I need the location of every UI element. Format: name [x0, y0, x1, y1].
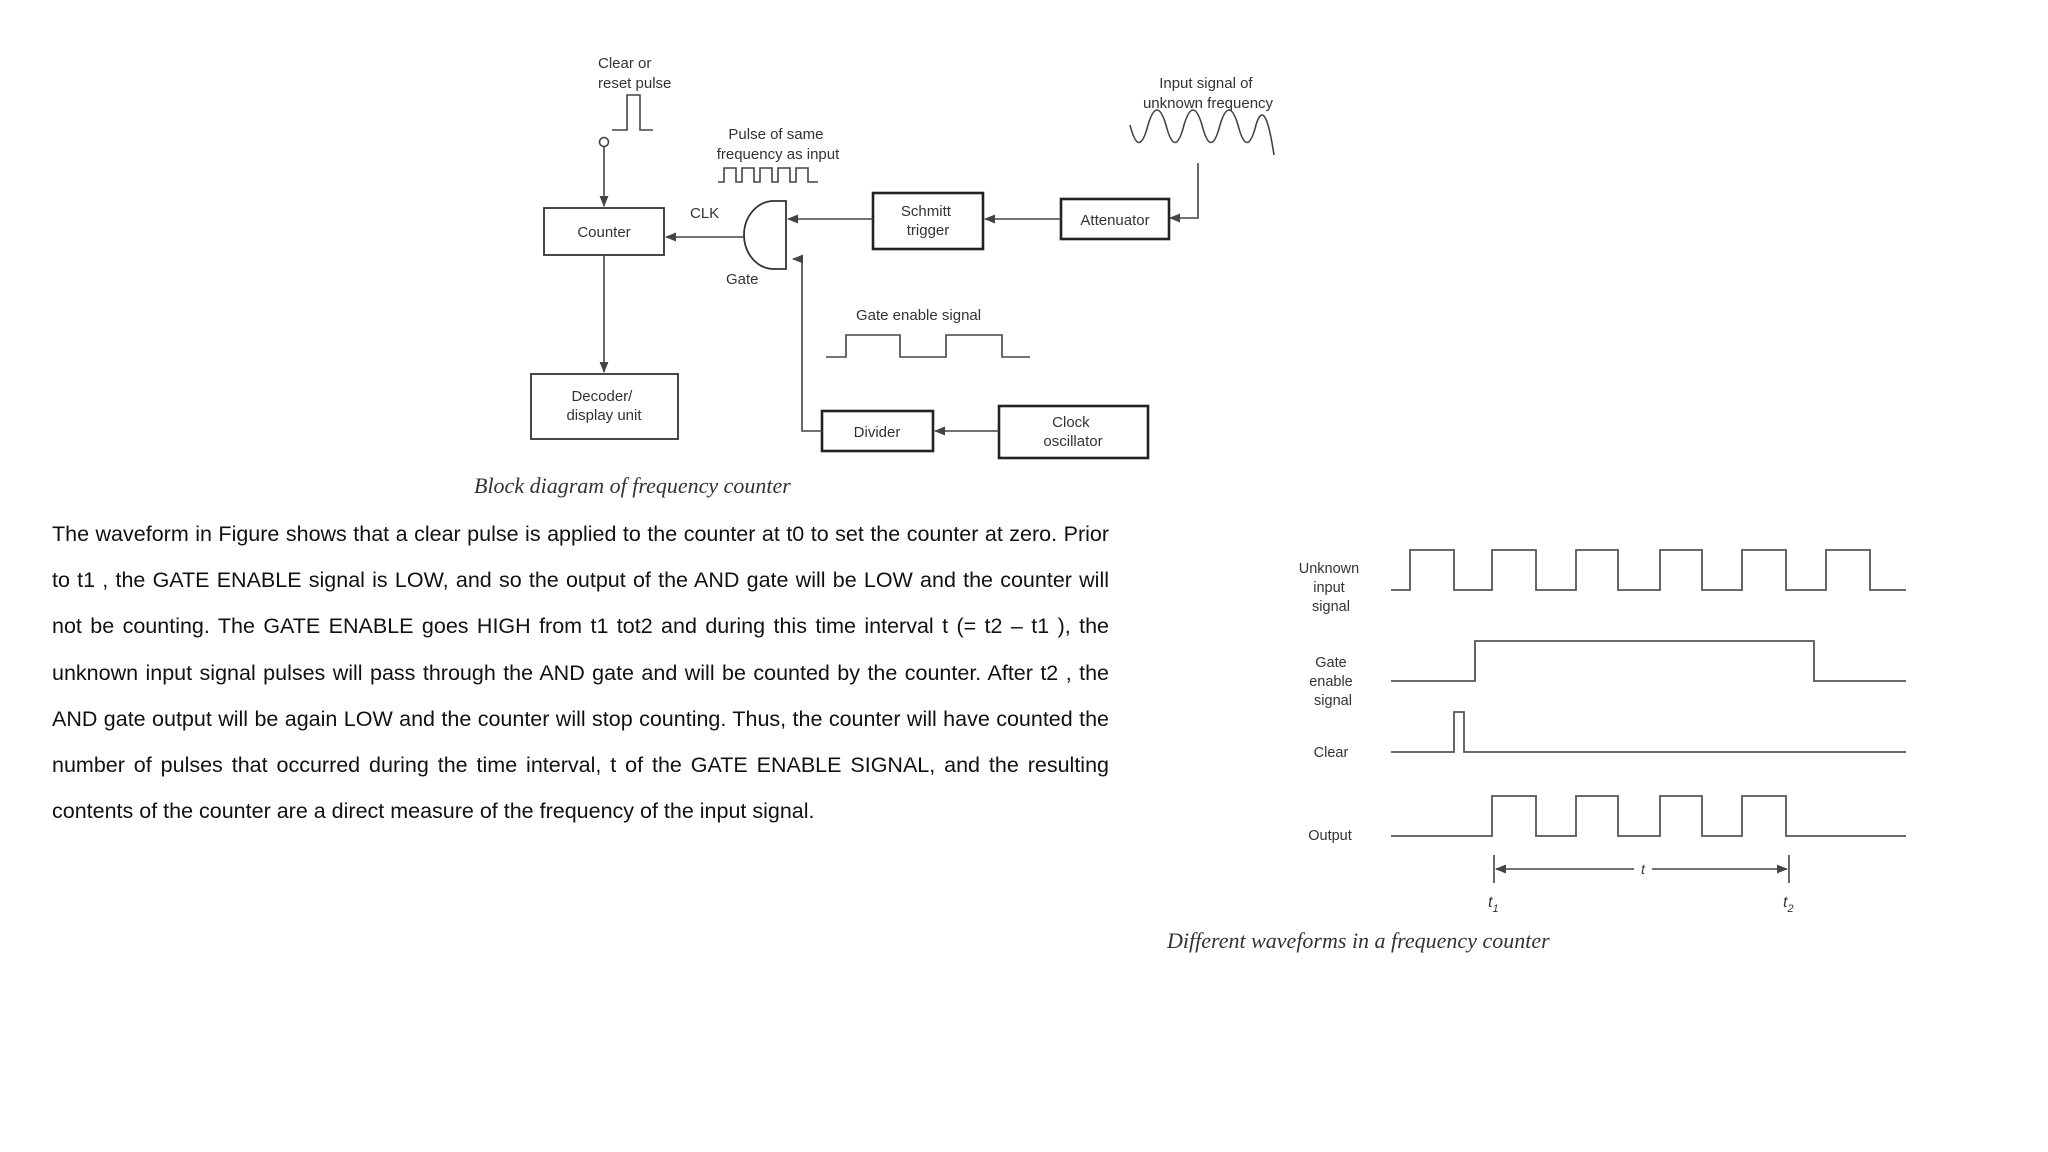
clear-input-terminal [598, 136, 610, 148]
gate-label: Gate [726, 271, 759, 288]
svg-text:Divider: Divider [854, 424, 901, 441]
counter-block: Counter [543, 207, 665, 256]
clock-oscillator-block: Clock oscillator [997, 404, 1150, 460]
svg-text:Decoder/ display unit: Decoder/ display unit [566, 388, 642, 424]
pulse-train-glyph [718, 167, 818, 183]
t1-label: t1 [1488, 894, 1499, 915]
svg-text:Counter: Counter [577, 224, 630, 241]
output-waveform [1391, 795, 1906, 837]
interval-t-label: t [1641, 861, 1646, 877]
reset-pulse-glyph [612, 94, 653, 131]
and-gate [743, 200, 787, 270]
input-signal-label: Input signal of unknown frequency [1143, 75, 1274, 112]
gate-enable-glyph [826, 334, 1030, 358]
decoder-display-block: Decoder/ display unit [530, 373, 679, 440]
clear-pulse-label: Clear or reset pulse [598, 55, 671, 92]
gate-enable-waveform [1391, 640, 1906, 682]
svg-text:Schmitt trigger: Schmitt trigger [901, 203, 955, 239]
unknown-input-signal-label: Unknown input signal [1299, 561, 1363, 615]
clear-signal-label: Clear [1314, 745, 1349, 761]
block-diagram-caption: Block diagram of frequency counter [474, 473, 791, 498]
pulse-same-frequency-label: Pulse of same frequency as input [717, 126, 840, 163]
gate-enable-label: Gate enable signal [856, 307, 981, 324]
svg-text:Attenuator: Attenuator [1080, 212, 1149, 229]
unknown-input-waveform [1391, 549, 1906, 591]
waveforms-caption: Different waveforms in a frequency count… [1167, 928, 1550, 953]
gate-enable-signal-label: Gate enable signal [1309, 655, 1357, 709]
description-paragraph: The waveform in Figure shows that a clea… [52, 522, 1109, 824]
clk-label: CLK [690, 205, 719, 222]
svg-text:Clock oscillator: Clock oscillator [1043, 414, 1102, 450]
schmitt-trigger-block: Schmitt trigger [871, 191, 985, 251]
t2-label: t2 [1783, 894, 1794, 915]
output-signal-label: Output [1308, 828, 1352, 844]
clear-waveform [1391, 711, 1906, 753]
frequency-counter-block-diagram: Clear or reset pulse Input signal of unk… [530, 55, 1275, 460]
unknown-frequency-sine-glyph [1129, 109, 1275, 156]
attenuator-block: Attenuator [1059, 197, 1171, 241]
